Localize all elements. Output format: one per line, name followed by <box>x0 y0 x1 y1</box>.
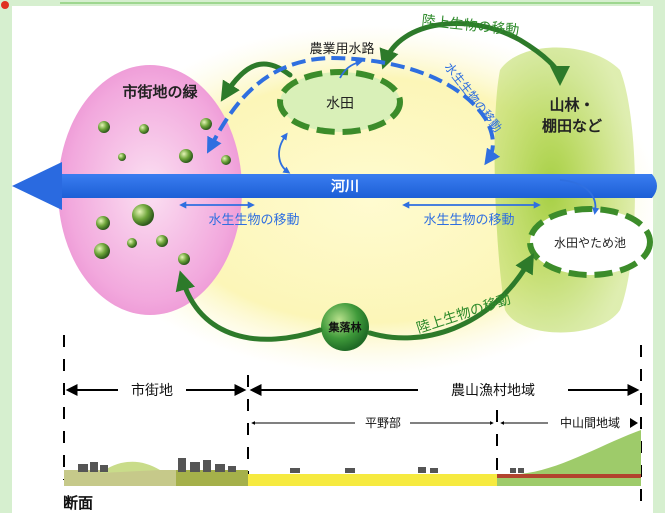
tree-dot <box>98 121 110 133</box>
urban-green-label: 市街地の緑 <box>122 83 198 101</box>
building <box>90 462 98 472</box>
paddy-label: 水田 <box>326 96 354 112</box>
cross-section-plain <box>248 474 497 486</box>
cross-section-hill <box>100 461 160 473</box>
tree-dot <box>139 124 149 134</box>
house <box>510 468 516 473</box>
paddy-river-arrow <box>278 132 291 174</box>
tree-dot <box>221 155 231 165</box>
zone-boundaries <box>63 335 642 510</box>
zone-mountain-label: 中山間地域 <box>560 415 620 430</box>
village-forest-label: 集落林 <box>328 320 362 334</box>
mountain-arrowhead <box>630 418 638 428</box>
tree-dot <box>118 153 126 161</box>
channel-to-paddy-arrow <box>339 59 363 79</box>
land-arrow-village-to-urban <box>175 270 323 342</box>
zone-urban-label: 市街地 <box>131 382 173 399</box>
forest-label-line1: 山林・ <box>549 96 594 114</box>
zone-plain-label: 平野部 <box>365 415 401 430</box>
tree-dot <box>200 118 212 130</box>
tree-dot <box>127 238 137 248</box>
building <box>100 465 108 472</box>
right-frame-border <box>653 0 665 513</box>
tree-dot <box>94 243 110 259</box>
cross-section-terrace-line <box>497 474 641 478</box>
land-arrow-paddy-to-urban <box>220 61 293 102</box>
building <box>215 464 225 472</box>
tree-dot <box>96 216 110 230</box>
tree-dot <box>179 149 193 163</box>
building <box>203 460 211 472</box>
land-arrow-paddy-to-forest <box>379 21 570 86</box>
tree-dot <box>132 204 154 226</box>
cross-section-label: 断面 <box>63 494 93 512</box>
forest-label-line2: 棚田など <box>542 117 602 135</box>
corner-marker-dot <box>1 1 9 9</box>
building <box>190 462 200 472</box>
tree-dot <box>156 235 168 247</box>
urban-tree-dots <box>94 118 231 265</box>
village-forest-node <box>321 303 369 351</box>
zone-arrows <box>65 384 640 425</box>
building <box>228 466 236 472</box>
agri-channel-label: 農業用水路 <box>309 41 374 57</box>
river-arrowhead <box>12 162 62 210</box>
land-movement-arrows <box>175 21 570 342</box>
left-frame-border <box>0 0 12 513</box>
house <box>518 468 524 473</box>
river-to-pond-arrow <box>559 179 600 215</box>
cross-section-buildings <box>78 458 524 473</box>
cross-section-mountain <box>497 430 641 486</box>
building <box>178 458 186 472</box>
land-arrow-village-to-pond <box>367 253 534 341</box>
river-band <box>60 174 657 198</box>
zone-rural-label: 農山漁村地域 <box>451 383 535 399</box>
cross-section-urban-park <box>176 470 248 486</box>
house <box>290 468 300 473</box>
tree-dot <box>178 253 190 265</box>
water-move-left-label: 水生生物の移動 <box>208 213 299 228</box>
paddy-pond-label: 水田やため池 <box>554 236 626 250</box>
building <box>78 464 88 472</box>
water-move-right-label: 水生生物の移動 <box>423 213 514 228</box>
aquatic-dashed-arrow <box>207 55 501 166</box>
water-flow-arrows <box>179 59 600 215</box>
house <box>430 468 438 473</box>
house <box>345 468 355 473</box>
paddy-pond-node <box>527 206 653 278</box>
river-label: 河川 <box>331 178 359 195</box>
paddy-node <box>277 69 403 135</box>
cross-section-strip <box>64 430 641 486</box>
house <box>418 467 426 473</box>
